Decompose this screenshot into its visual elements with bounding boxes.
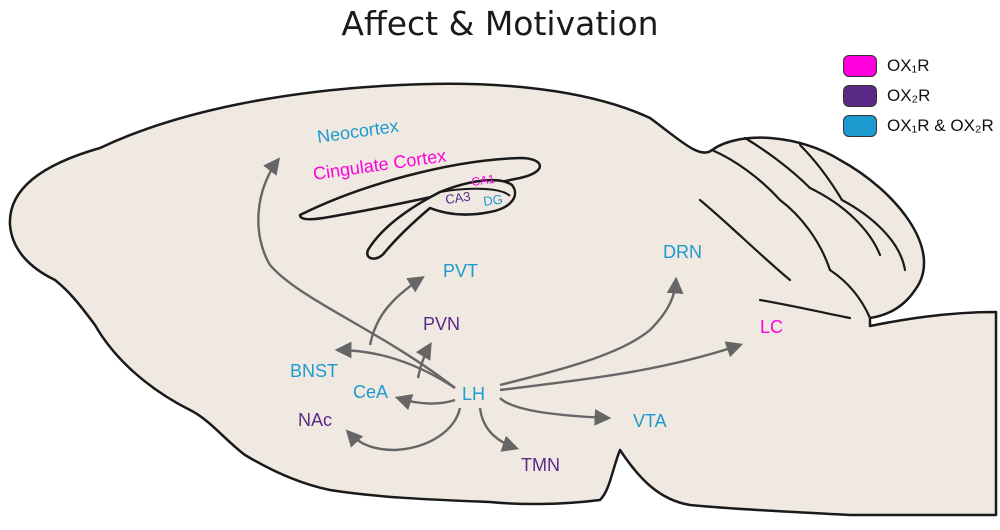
label-nac: NAc [298, 410, 332, 430]
legend-label-ox2r: OX₂R [887, 86, 931, 105]
label-drn: DRN [663, 242, 702, 262]
legend-swatch-ox1r [843, 55, 877, 77]
cerebellum-folds [698, 136, 907, 320]
arrow-lh-to-drn [499, 276, 684, 387]
legend-item-ox2r: OX₂R [843, 82, 998, 110]
label-lc: LC [760, 317, 783, 337]
label-vta: VTA [633, 411, 667, 431]
hippocampus [366, 178, 517, 260]
label-tmn: TMN [521, 455, 560, 475]
arrow-lh-to-neocortex [257, 157, 456, 389]
legend-item-both: OX₁R & OX₂R [843, 112, 998, 140]
dentate-gyrus-outline [439, 187, 511, 197]
legend-swatch-ox2r [843, 85, 877, 107]
label-bnst: BNST [290, 361, 338, 381]
label-pvn: PVN [423, 314, 460, 334]
label-ca3: CA3 [444, 189, 471, 207]
arrow-lh-to-bnst [334, 341, 456, 390]
arrow-lh-to-nac [345, 407, 462, 452]
projection-arrows [257, 157, 744, 452]
legend-swatch-both [843, 115, 877, 137]
brain-outline [8, 82, 998, 517]
label-lh: LH [462, 384, 485, 404]
arrow-lh-to-lc [499, 341, 744, 392]
legend: OX₁R OX₂R OX₁R & OX₂R [843, 52, 998, 142]
legend-item-ox1r: OX₁R [843, 52, 998, 80]
arrow-lh-to-pvt [368, 276, 425, 346]
label-ca1: CA1 [470, 172, 495, 189]
label-cea: CeA [353, 382, 388, 402]
corpus-callosum [298, 156, 541, 221]
label-dg: DG [482, 191, 503, 209]
label-pvt: PVT [443, 261, 478, 281]
arrow-lh-to-cea [394, 394, 456, 411]
legend-label-both: OX₁R & OX₂R [887, 116, 994, 135]
arrow-lh-to-tmn [478, 407, 520, 452]
legend-label-ox1r: OX₁R [887, 56, 930, 75]
diagram-title: Affect & Motivation [341, 4, 659, 43]
arrow-lh-to-pvn [415, 342, 432, 379]
arrow-lh-to-vta [499, 397, 612, 426]
